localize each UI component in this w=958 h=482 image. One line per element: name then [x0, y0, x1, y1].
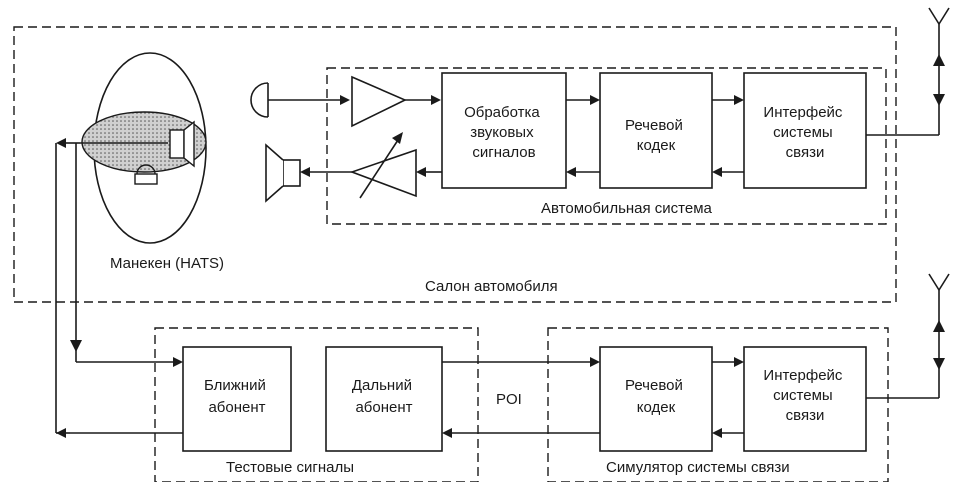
test-signals-region — [154, 327, 479, 482]
poi-label: POI — [496, 391, 522, 408]
sim-antenna-icon — [928, 273, 950, 398]
hats-dummy — [81, 52, 207, 244]
dummy-mouth-speaker-cone — [183, 120, 195, 168]
car-system-label: Автомобильная система — [541, 200, 713, 217]
near-end-label: Ближний абонент — [204, 377, 270, 416]
output-amplifier — [349, 148, 417, 198]
dummy-ear — [134, 173, 158, 185]
dummy-mouth-speaker — [169, 129, 185, 159]
far-end-box — [325, 346, 443, 452]
dummy-ear-top — [136, 164, 156, 175]
car-system-region — [326, 67, 887, 225]
near-end-box — [182, 346, 292, 452]
audio-processing-box — [441, 72, 567, 189]
sim-codec-label: Речевой кодек — [625, 377, 687, 416]
audio-processing-label: Обработка звуковых сигналов — [464, 104, 544, 161]
car-codec-box — [599, 72, 713, 189]
dummy-label: Манекен (HATS) — [110, 255, 224, 272]
car-antenna-icon — [928, 7, 950, 135]
car-interior-label: Салон автомобиля — [425, 278, 558, 295]
car-codec-label: Речевой кодек — [625, 117, 687, 154]
network-simulator-region — [547, 327, 889, 482]
car-interior-region — [13, 26, 897, 303]
input-amplifier — [351, 75, 407, 128]
variable-gain-arrow — [359, 139, 399, 199]
car-interface-box — [743, 72, 867, 189]
test-signals-label: Тестовые сигналы — [226, 459, 354, 476]
sim-codec-box — [599, 346, 713, 452]
car-loudspeaker-icon — [265, 143, 301, 203]
network-simulator-label: Симулятор системы связи — [606, 459, 790, 476]
far-end-label: Дальний абонент — [352, 377, 416, 416]
sim-interface-box — [743, 346, 867, 452]
sim-interface-label: Интерфейс системы связи — [763, 367, 846, 424]
car-microphone-icon — [250, 82, 269, 118]
car-interface-label: Интерфейс системы связи — [763, 104, 846, 161]
